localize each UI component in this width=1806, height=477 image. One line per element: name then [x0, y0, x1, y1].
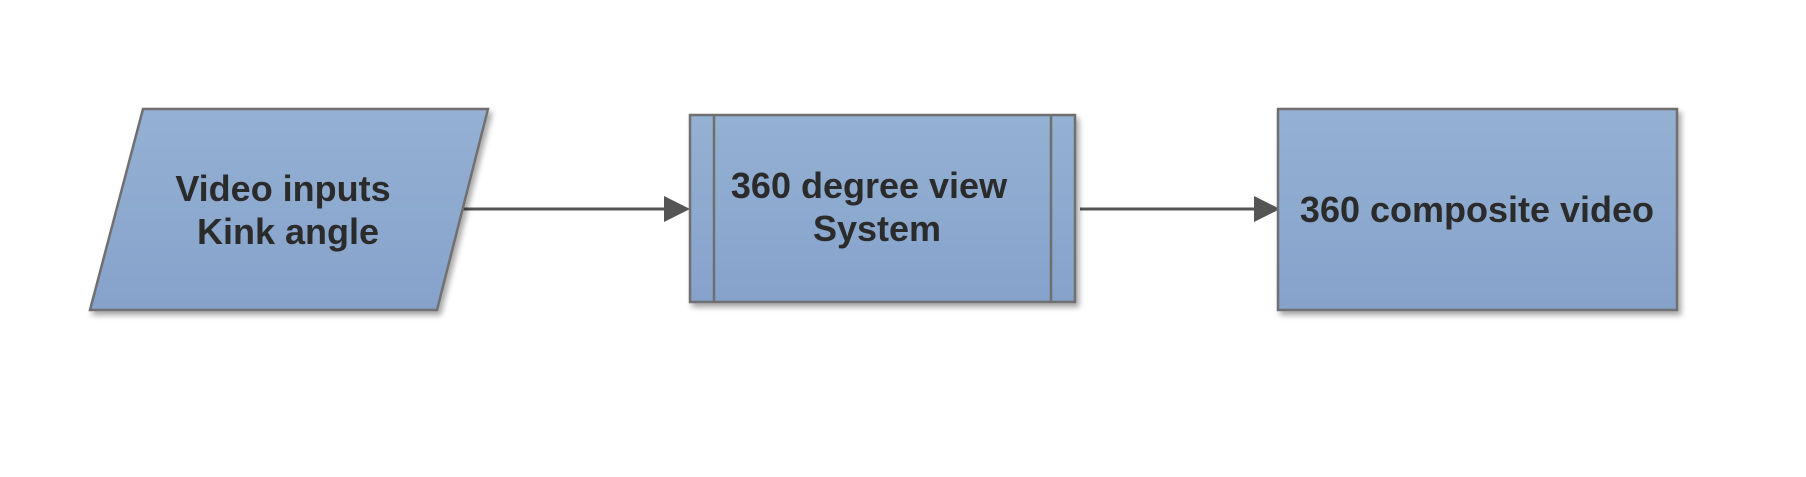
node-label-line: Kink angle — [197, 211, 379, 252]
node-label-line: System — [813, 208, 941, 249]
arrowhead-icon — [664, 196, 690, 222]
svg-text:Video inputs Kink angle: Video inputs Kink angle — [175, 168, 400, 252]
edge-process-to-output — [1080, 196, 1280, 222]
parallelogram-shape — [88, 107, 490, 312]
node-360-degree-view-system[interactable]: 360 degree view System — [688, 113, 1077, 304]
node-label-line: 360 degree view — [731, 165, 1008, 206]
node-label-line: Video inputs — [175, 168, 390, 209]
edge-input-to-process — [463, 196, 690, 222]
node-label-line: 360 composite video — [1300, 189, 1654, 230]
predefined-process-shape — [688, 113, 1077, 304]
node-video-inputs[interactable]: Video inputs Kink angle — [88, 107, 490, 312]
svg-text:360 composite video: 360 composite video — [1300, 189, 1654, 230]
rectangle-shape — [1276, 107, 1679, 312]
arrowhead-icon — [1254, 196, 1280, 222]
svg-text:360 degree view System: 360 degree view System — [731, 165, 1017, 249]
node-360-composite-video[interactable]: 360 composite video — [1276, 107, 1679, 312]
